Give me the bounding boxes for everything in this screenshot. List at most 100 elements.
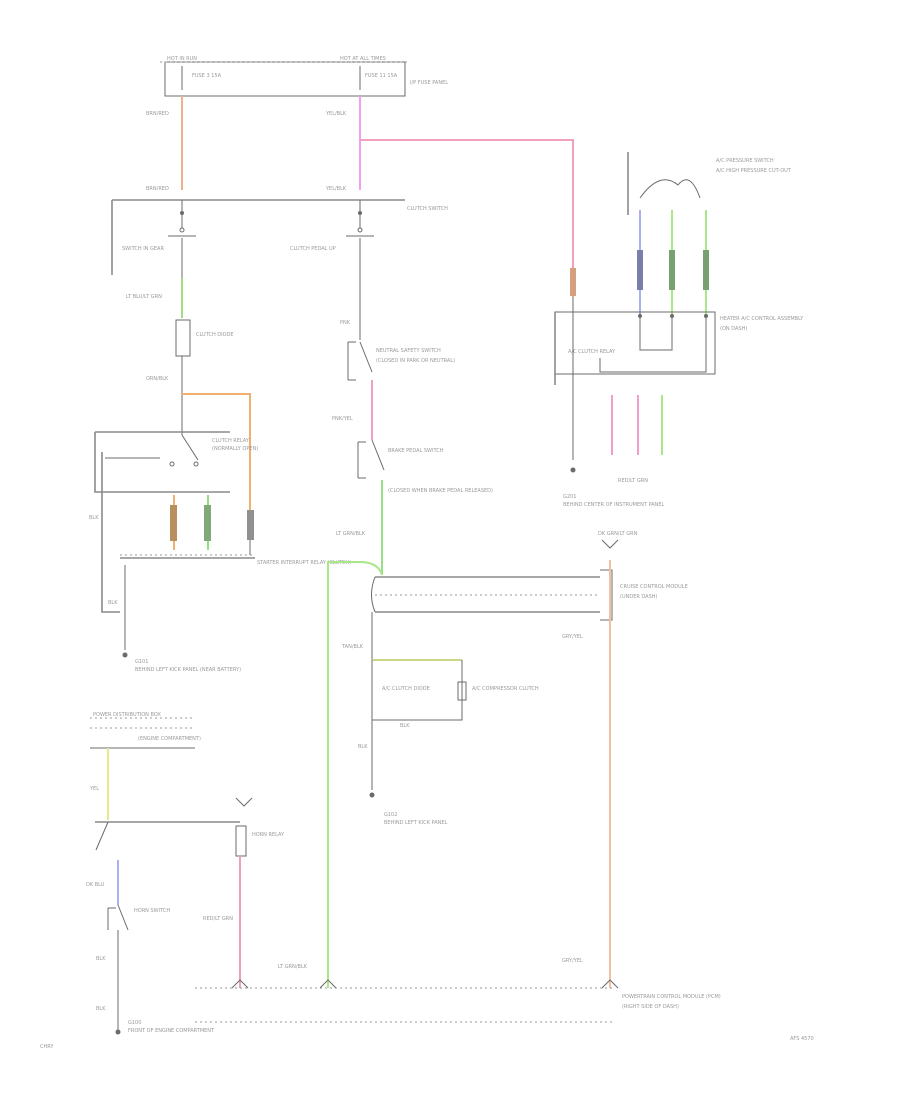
clutch-diode-box xyxy=(175,319,191,357)
label-orn-blk: ORN/BLK xyxy=(146,376,169,382)
label-dk-blu: DK BLU xyxy=(86,882,105,888)
label-red-lt-grn: RED/LT GRN xyxy=(618,478,648,484)
label-gry-yel: GRY/YEL xyxy=(562,634,583,640)
fuse-panel-hot-all: HOT AT ALL TIMES xyxy=(340,56,386,62)
cruise-module-name: CRUISE CONTROL MODULE xyxy=(620,584,688,590)
bus-curve xyxy=(371,576,376,613)
clutch-relay-sub: (NORMALLY OPEN) xyxy=(212,446,258,452)
fuse-right-label: FUSE 11 15A xyxy=(365,73,398,79)
switch-right-node xyxy=(358,211,362,215)
horn-sw-label: HORN SWITCH xyxy=(134,908,170,914)
ac-pressure-switch: A/C PRESSURE SWITCH A/C HIGH PRESSURE CU… xyxy=(627,152,792,215)
hvac-inner-loop xyxy=(639,318,673,351)
brake-pedal-switch: BRAKE PEDAL SWITCH (CLOSED WHEN BRAKE PE… xyxy=(357,439,493,494)
label-lt-blu-yel: LT BLU/LT GRN xyxy=(126,294,162,300)
label-blk-6: BLK xyxy=(96,1006,106,1012)
horn-sw-bracket xyxy=(107,907,116,930)
fuse-left-label: FUSE 3 15A xyxy=(192,73,222,79)
fuse-panel-name: I/P FUSE PANEL xyxy=(410,80,448,86)
clutch-relay-frame xyxy=(94,432,230,493)
pcm-conn-2 xyxy=(319,979,337,989)
starter-pc-name: STARTER INTERRUPT RELAY (CLUTCH) xyxy=(257,560,351,566)
clutch-diode: CLUTCH DIODE xyxy=(175,319,234,357)
wire-pink-right xyxy=(360,139,574,270)
horn-relay-box xyxy=(235,825,247,857)
corner-left: CHRY xyxy=(40,1044,54,1050)
label-lt-grn-blk-2: LT GRN/BLK xyxy=(278,964,308,970)
brake-sw-name: BRAKE PEDAL SWITCH xyxy=(388,448,444,454)
neutral-safety-switch: NEUTRAL SAFETY SWITCH (CLOSED IN PARK OR… xyxy=(347,341,455,381)
fuse-panel: HOT IN RUN HOT AT ALL TIMES FUSE 3 15A F… xyxy=(160,56,448,97)
horn-relay-blade xyxy=(95,821,109,851)
ground-left-node xyxy=(122,652,128,658)
relay-label: A/C CLUTCH RELAY xyxy=(568,349,616,355)
label-pnk: PNK xyxy=(340,320,351,326)
ac-compressor-symbol xyxy=(457,681,467,701)
connector-blue xyxy=(637,250,643,290)
switch-right-contact xyxy=(357,227,363,233)
cruise-module-desc: (UNDER DASH) xyxy=(620,594,658,600)
connector-left-gray xyxy=(247,510,254,540)
corner-right: AFS 4570 xyxy=(790,1036,814,1042)
label-yel: YEL xyxy=(89,786,99,792)
ac-clutch-name2: A/C COMPRESSOR CLUTCH xyxy=(472,686,539,692)
pcm-name: POWERTRAIN CONTROL MODULE (PCM) xyxy=(622,994,721,1000)
ground-right-name: G201 xyxy=(563,494,576,500)
horn-sw-blade xyxy=(117,904,129,931)
ground-left-name: G101 xyxy=(135,659,148,665)
horn-relay: HORN RELAY xyxy=(235,797,285,857)
hvac-inner-bottom xyxy=(599,318,707,373)
switch-block: BRN/RED YEL/BLK CLUTCH SWITCH SWITCH IN … xyxy=(111,186,448,278)
ac-pressure-desc: A/C HIGH PRESSURE CUT-OUT xyxy=(716,168,792,174)
switch-left-contact xyxy=(179,227,185,233)
horn-switch: HORN SWITCH xyxy=(107,904,170,931)
label-yel-blk: YEL/BLK xyxy=(325,111,347,117)
clutch-switch-name: CLUTCH SWITCH xyxy=(407,206,448,212)
ground-bl-node xyxy=(115,1029,121,1035)
ground-bl-name: G100 xyxy=(128,1020,141,1026)
bus-connector xyxy=(600,569,613,621)
connector-right-top xyxy=(570,268,576,296)
clutch-diode-label: CLUTCH DIODE xyxy=(196,332,234,338)
wire-green-long xyxy=(327,561,383,988)
ground-center-desc: BEHIND LEFT KICK PANEL xyxy=(384,820,448,826)
right-arrow-top xyxy=(601,539,619,549)
label-tan-blk: TAN/BLK xyxy=(341,644,364,650)
relay-contact-a xyxy=(169,461,175,467)
relay-blade xyxy=(181,434,199,461)
label-dk-grn: DK GRN/LT GRN xyxy=(598,531,638,537)
horn-relay-name: HORN RELAY xyxy=(252,832,285,838)
ac-clutch-name: A/C CLUTCH DIODE xyxy=(382,686,430,692)
hvac-module-box xyxy=(554,311,716,375)
hvac-module-name: HEATER A/C CONTROL ASSEMBLY xyxy=(720,316,804,322)
pdb-sub: (ENGINE COMPARTMENT) xyxy=(138,736,201,742)
ac-pressure-curve xyxy=(639,179,701,199)
hvac-module: A/C CLUTCH RELAY HEATER A/C CONTROL ASSE… xyxy=(554,298,804,460)
engine-module-bus: LT GRN/BLK POWERTRAIN CONTROL MODULE (PC… xyxy=(195,964,721,1023)
label-pnk-yel: PNK/YEL xyxy=(332,416,353,422)
label-blk-1: BLK xyxy=(89,515,99,521)
pcm-desc: (RIGHT SIDE OF DASH) xyxy=(622,1004,679,1010)
label-blk-5: BLK xyxy=(96,956,106,962)
ac-clutch-frame xyxy=(371,660,463,721)
clutch-relay-name: CLUTCH RELAY xyxy=(212,438,250,444)
brake-sw-blade xyxy=(371,439,385,471)
label-brn-red-2: BRN/RED xyxy=(146,186,169,192)
connector-green-1 xyxy=(669,250,675,290)
ground-center-name: G102 xyxy=(384,812,397,818)
pcm-conn-3 xyxy=(601,979,619,989)
connector-left-green xyxy=(204,505,211,541)
label-gry-yel-2: GRY/YEL xyxy=(562,958,583,964)
wire-orn-right xyxy=(182,393,251,515)
relay-contact-b xyxy=(193,461,199,467)
ground-right-desc: BEHIND CENTER OF INSTRUMENT PANEL xyxy=(563,502,665,508)
fuse-panel-hot-run: HOT IN RUN xyxy=(167,56,197,62)
brake-sw-bracket xyxy=(357,441,366,479)
label-lt-grn-blk: LT GRN/BLK xyxy=(336,531,366,537)
hvac-module-desc: (ON DASH) xyxy=(720,326,747,332)
brake-sw-sub: (CLOSED WHEN BRAKE PEDAL RELEASED) xyxy=(388,488,493,494)
power-distribution-box: POWER DISTRIBUTION BOX (ENGINE COMPARTME… xyxy=(90,712,201,749)
label-red-lt-grn-2: RED/LT GRN xyxy=(203,916,233,922)
hvac-node-1 xyxy=(638,314,642,318)
